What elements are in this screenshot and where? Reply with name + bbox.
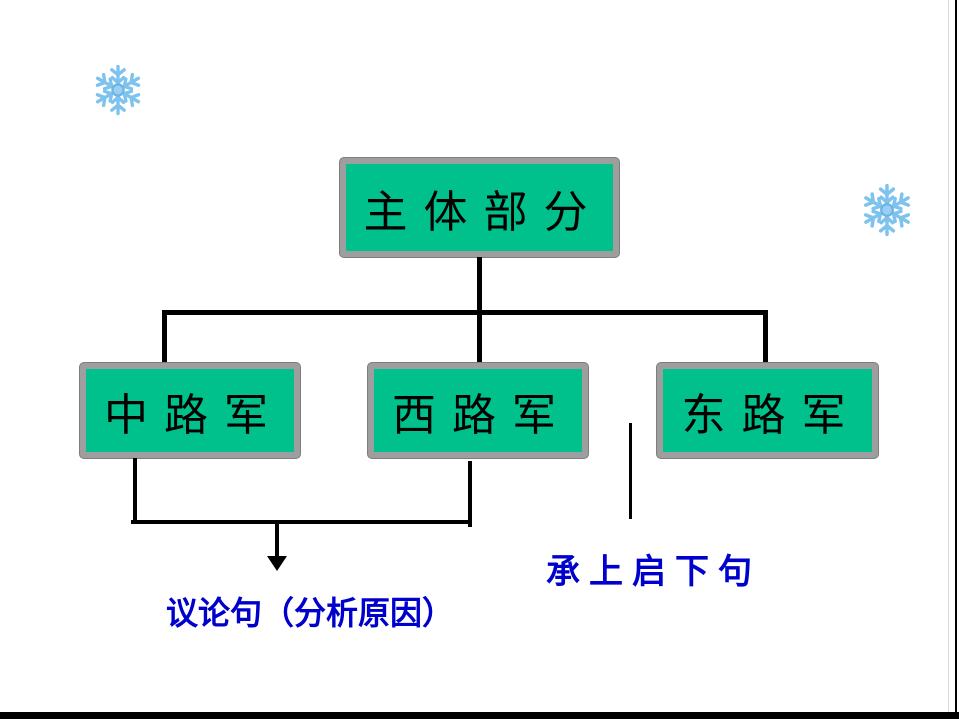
connector-left-drop	[162, 310, 167, 364]
node-main-body-label: 主体部分	[363, 187, 604, 237]
node-east-route-army: 东路军	[657, 363, 878, 458]
annotation-discussion-sentence: 议论句（分析原因）	[166, 595, 455, 631]
connector-transition-line	[629, 423, 632, 519]
slide-right-border	[955, 0, 957, 719]
node-center-route-army-label: 中路军	[104, 390, 284, 440]
annotation-transition-sentence: 承上启下句	[546, 554, 761, 591]
connector-west-route-drop	[468, 461, 472, 527]
connector-right-drop	[763, 310, 768, 364]
node-west-route-army-label: 西路军	[392, 390, 572, 440]
snowflake-icon	[858, 180, 916, 240]
node-west-route-army: 西路军	[368, 363, 588, 458]
connector-top-horizontal	[162, 310, 768, 315]
node-center-route-army: 中路军	[80, 363, 300, 458]
node-main-body: 主体部分	[340, 158, 619, 257]
down-arrow-stem	[275, 522, 279, 558]
connector-bottom-horizontal	[131, 520, 469, 524]
snowflake-icon	[90, 60, 146, 120]
slide-bottom-border	[0, 712, 959, 719]
node-east-route-army-label: 东路军	[681, 390, 862, 440]
connector-center-route-drop	[133, 458, 137, 522]
slide-right-shadow-line	[948, 0, 949, 719]
down-arrow-icon	[267, 556, 287, 571]
